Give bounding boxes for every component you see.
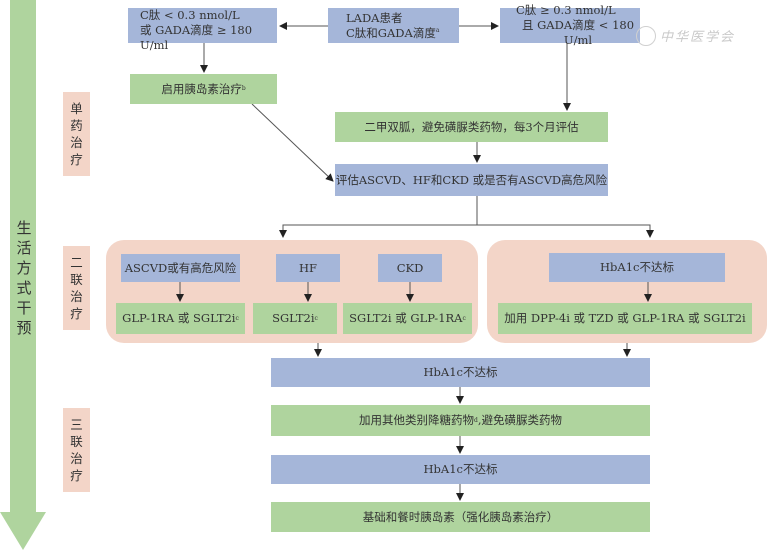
stage-char: 疗 [70,468,83,483]
hba1c-not-met-box-1: HbA1c不达标 [271,358,650,387]
ckd-condition-box: CKD [378,254,442,282]
metformin-box: 二甲双胍，避免磺脲类药物，每3个月评估 [335,112,608,142]
hf-treatment-text: SGLT2i [272,311,315,325]
add-other-text: 加用其他类别降糖药物 [359,413,474,427]
lifestyle-arrow-head [0,512,46,550]
lifestyle-char: 干 [16,299,32,317]
stage-char: 疗 [70,152,83,167]
stage-char: 疗 [70,306,83,321]
low-cpeptide-line1: C肽 < 0.3 nmol/L [140,8,240,22]
ascvd-treatment-text: GLP-1RA 或 SGLT2i [122,311,236,325]
lifestyle-char: 式 [16,279,32,297]
stage-label-dual-therapy: 二 联 治 疗 [63,246,90,330]
lada-subtitle: C肽和GADA滴度a [346,26,439,41]
lifestyle-char: 活 [16,239,32,257]
footnote-marker: a [435,26,440,34]
hf-condition-box: HF [276,254,340,282]
start-insulin-text: 启用胰岛素治疗 [161,81,242,96]
lada-title: LADA患者 [346,10,403,25]
stage-char: 治 [70,451,83,466]
low-cpeptide-box: C肽 < 0.3 nmol/L 或 GADA滴度 ≥ 180 U/ml [128,8,277,52]
lifestyle-char: 生 [16,219,32,237]
lifestyle-label: 生 活 方 式 干 预 [12,218,36,338]
low-cpeptide-line2: 或 GADA滴度 ≥ 180 U/ml [140,23,253,52]
stage-char: 联 [70,434,83,449]
stage-char: 单 [70,101,83,116]
lifestyle-char: 预 [16,319,32,337]
stage-char: 二 [70,255,83,270]
intensive-insulin-box: 基础和餐时胰岛素（强化胰岛素治疗） [271,502,650,532]
stage-label-monotherapy: 单 药 治 疗 [63,92,90,176]
high-cpeptide-box: C肽 ≥ 0.3 nmol/L 且 GADA滴度 < 180 U/ml [500,3,640,47]
watermark-text: 中华医学会 [660,30,736,45]
stage-char: 药 [70,118,83,133]
hba1c-not-met-dual-box: HbA1c不达标 [549,253,725,282]
arrow-insulin-to-assess [251,103,334,182]
lada-subtitle-text: C肽和GADA滴度 [346,25,436,40]
stage-char: 联 [70,272,83,287]
add-second-drug-box: 加用 DPP-4i 或 TZD 或 GLP-1RA 或 SGLT2i [498,303,752,334]
high-cpeptide-line2: 且 GADA滴度 < 180 U/ml [521,18,635,47]
lifestyle-arrow [0,0,46,550]
arrow-assess-to-right-group [477,224,654,238]
lada-patient-box: LADA患者 C肽和GADA滴度a [328,8,459,43]
lifestyle-arrow-shaft [10,0,36,512]
stage-label-triple-therapy: 三 联 治 疗 [63,408,90,492]
stage-char: 治 [70,289,83,304]
ascvd-condition-box: ASCVD或有高危风险 [121,254,240,282]
watermark-logo-icon [636,26,656,46]
high-cpeptide-line1: C肽 ≥ 0.3 nmol/L [516,3,616,17]
ckd-treatment-text: SGLT2i 或 GLP-1RA [349,311,463,325]
stage-char: 治 [70,135,83,150]
assess-risk-box: 评估ASCVD、HF和CKD 或是否有ASCVD高危风险 [335,164,608,196]
arrow-assess-to-left-group [279,196,478,238]
hba1c-not-met-box-2: HbA1c不达标 [271,455,650,484]
avoid-sulfonylurea-text: ,避免磺脲类药物 [477,413,562,427]
lifestyle-char: 方 [16,259,32,277]
stage-char: 三 [70,417,83,432]
